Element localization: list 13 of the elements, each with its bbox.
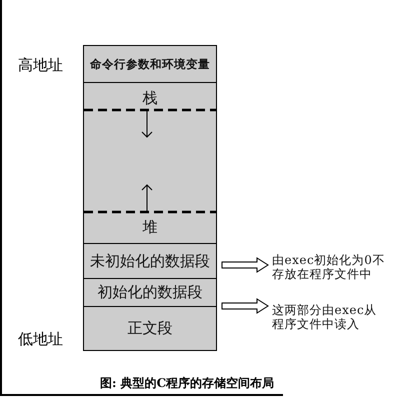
note-text: 这两部分由exec从程序文件中读入 <box>272 303 385 331</box>
heap-segment: 堆 <box>83 162 217 244</box>
hollow-arrow <box>222 298 269 314</box>
memory-segment: 未初始化的数据段 <box>83 243 217 279</box>
memory-segment: 正文段 <box>83 306 217 351</box>
caption: 图: 典型的C程序的存储空间布局 <box>100 375 274 392</box>
stack-segment: 栈 <box>83 82 217 163</box>
note-text: 由exec初始化为0不存放在程序文件中 <box>272 253 385 281</box>
address-label: 高地址 <box>18 56 63 75</box>
memory-segment: 命令行参数和环境变量 <box>83 45 217 83</box>
hollow-arrow <box>222 257 269 273</box>
memory-segment: 初始化的数据段 <box>83 278 217 307</box>
address-label: 低地址 <box>18 330 63 349</box>
